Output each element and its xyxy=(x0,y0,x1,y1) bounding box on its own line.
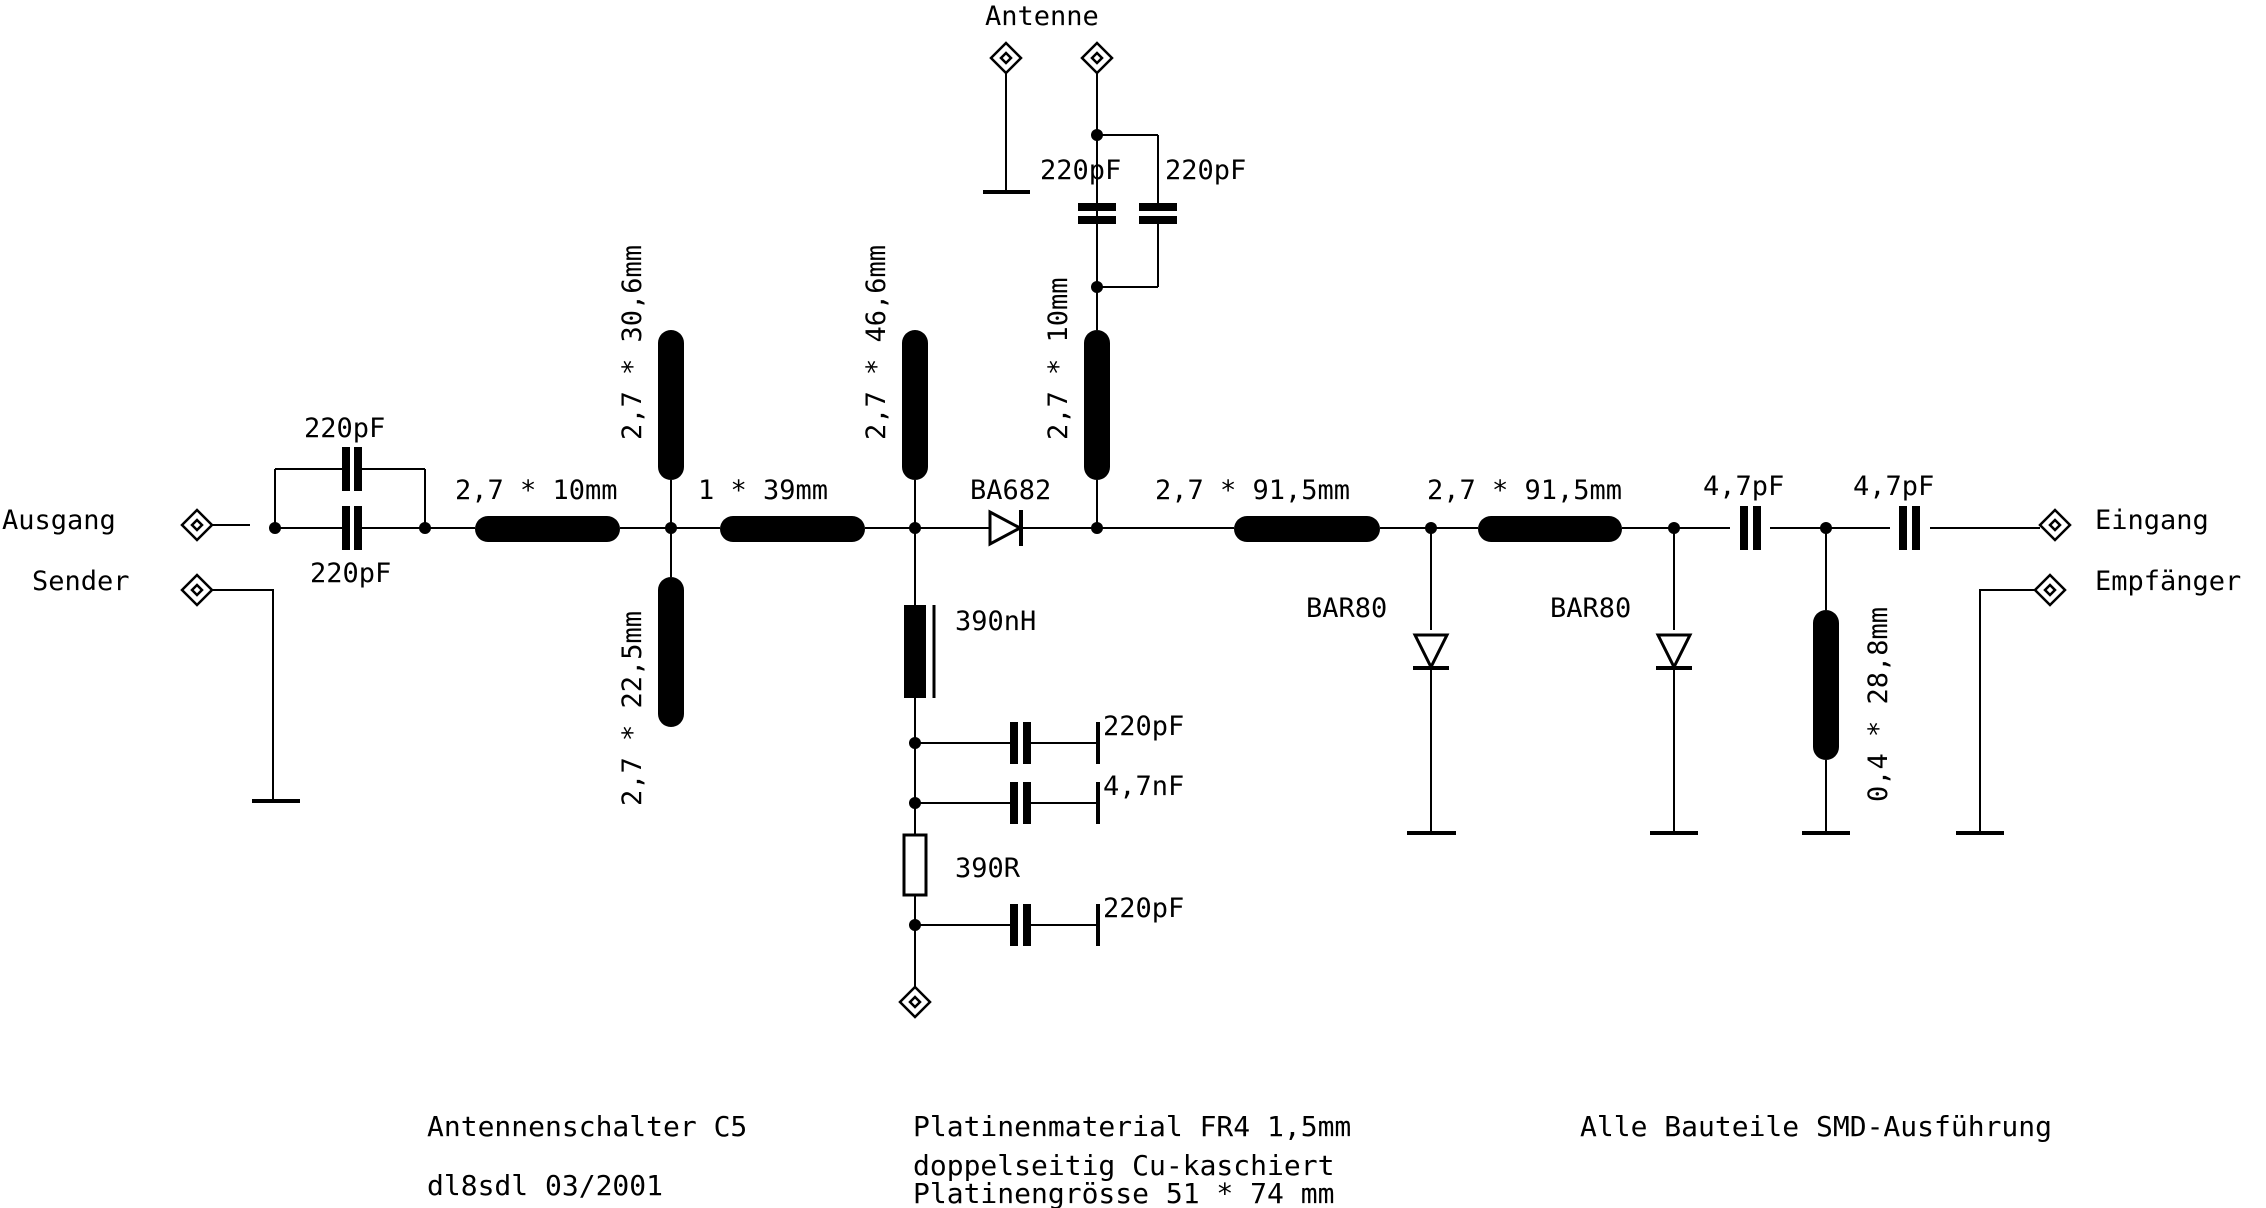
wire-sender xyxy=(210,589,274,800)
port-terminals xyxy=(180,41,2072,1019)
stub-rx xyxy=(1813,610,1839,760)
microstrip-lines xyxy=(475,330,1839,760)
label-cap-rx1: 4,7pF xyxy=(1703,471,1784,502)
port-label-ausgang: Ausgang xyxy=(2,505,116,536)
note-material: Platinenmaterial FR4 1,5mm xyxy=(913,1110,1351,1143)
diode-ba682 xyxy=(985,509,1040,547)
stub1-up xyxy=(658,330,684,480)
label-inductor: 390nH xyxy=(955,606,1036,637)
junction-dot xyxy=(909,522,921,534)
label-diode-bar80-2: BAR80 xyxy=(1550,593,1631,624)
terminal-ausgang xyxy=(180,508,214,542)
cap-dc2 xyxy=(990,782,1050,824)
junction-dot xyxy=(419,522,431,534)
label-strip-rx1: 2,7 * 91,5mm xyxy=(1155,475,1350,506)
junction-dot xyxy=(909,797,921,809)
circuit-wires xyxy=(197,72,2040,990)
component-labels: Ausgang Sender Antenne Eingang Empfänger… xyxy=(2,1,2241,924)
label-cap-dc1: 220pF xyxy=(1103,711,1184,742)
label-resistor: 390R xyxy=(955,853,1021,884)
label-stub1-up: 2,7 * 30,6mm xyxy=(617,245,648,440)
port-label-eingang: Eingang xyxy=(2095,505,2209,536)
strip-rx2 xyxy=(1478,516,1622,542)
stub-antenna xyxy=(1084,330,1110,480)
strip-rx1 xyxy=(1234,516,1380,542)
terminal-eingang xyxy=(2038,508,2072,542)
inductor-390nh xyxy=(904,605,936,698)
label-stub-rx: 0,4 * 28,8mm xyxy=(1863,607,1894,802)
label-cap-rx2: 4,7pF xyxy=(1853,471,1934,502)
label-strip-rx2: 2,7 * 91,5mm xyxy=(1427,475,1622,506)
junction-dot xyxy=(1820,522,1832,534)
cap-rx1 xyxy=(1740,506,1761,550)
terminal-sender xyxy=(180,573,214,607)
terminal-antenne-right xyxy=(1080,41,1114,75)
note-parts: Alle Bauteile SMD-Ausführung xyxy=(1580,1110,2052,1143)
junction-dot xyxy=(1091,129,1103,141)
terminal-bias xyxy=(898,985,932,1019)
label-stub2-up: 2,7 * 46,6mm xyxy=(861,245,892,440)
label-diode-ba682: BA682 xyxy=(970,475,1051,506)
cap-out-bottom xyxy=(310,506,390,550)
label-cap-antenna-right: 220pF xyxy=(1165,155,1246,186)
junction-dot xyxy=(269,522,281,534)
junction-dots xyxy=(269,129,1832,931)
stub1-down xyxy=(658,577,684,727)
label-cap-antenna-left: 220pF xyxy=(1040,155,1121,186)
cap-rx2 xyxy=(1899,506,1920,550)
ground-bars xyxy=(252,190,2004,946)
note-coating: doppelseitig Cu-kaschiert xyxy=(913,1149,1334,1182)
diode-bar80-1 xyxy=(1412,633,1450,671)
wire-empfaenger xyxy=(1979,589,2035,832)
junction-dot xyxy=(1425,522,1437,534)
diode-bar80-2 xyxy=(1655,633,1693,671)
terminal-empfaenger xyxy=(2033,573,2067,607)
cap-antenna-right xyxy=(1139,190,1177,237)
port-label-sender: Sender xyxy=(32,566,130,597)
note-board-size: Platinengrösse 51 * 74 mm xyxy=(913,1177,1334,1208)
junction-dot xyxy=(1091,281,1103,293)
cap-out-top xyxy=(310,447,390,491)
title-block: Antennenschalter C5 dl8sdl 03/2001 Plati… xyxy=(427,1110,2052,1208)
terminal-antenne-left xyxy=(989,41,1023,75)
junction-dot xyxy=(909,737,921,749)
port-label-antenne: Antenne xyxy=(985,1,1099,32)
note-title: Antennenschalter C5 xyxy=(427,1110,747,1143)
capacitors xyxy=(310,190,1920,946)
label-strip-mid: 1 * 39mm xyxy=(698,475,828,506)
resistor-390r xyxy=(902,833,928,897)
cap-dc3 xyxy=(990,904,1050,946)
junction-dot xyxy=(1091,522,1103,534)
junction-dot xyxy=(1668,522,1680,534)
label-cap-dc2: 4,7nF xyxy=(1103,771,1184,802)
junction-dot xyxy=(665,522,677,534)
port-label-empfaenger: Empfänger xyxy=(2095,566,2241,597)
label-stub1-down: 2,7 * 22,5mm xyxy=(617,611,648,806)
cap-antenna-left xyxy=(1078,190,1116,224)
label-cap-out-top: 220pF xyxy=(304,413,385,444)
cap-dc1 xyxy=(990,722,1050,764)
label-cap-dc3: 220pF xyxy=(1103,893,1184,924)
label-diode-bar80-1: BAR80 xyxy=(1306,593,1387,624)
label-cap-out-bottom: 220pF xyxy=(310,558,391,589)
stub2-up xyxy=(902,330,928,480)
note-author-date: dl8sdl 03/2001 xyxy=(427,1169,663,1202)
strip-mid xyxy=(720,516,865,542)
strip-out xyxy=(475,516,620,542)
label-stub-antenna: 2,7 * 10mm xyxy=(1043,277,1074,440)
label-strip-out: 2,7 * 10mm xyxy=(455,475,618,506)
discrete-components xyxy=(902,509,1693,897)
junction-dot xyxy=(909,919,921,931)
